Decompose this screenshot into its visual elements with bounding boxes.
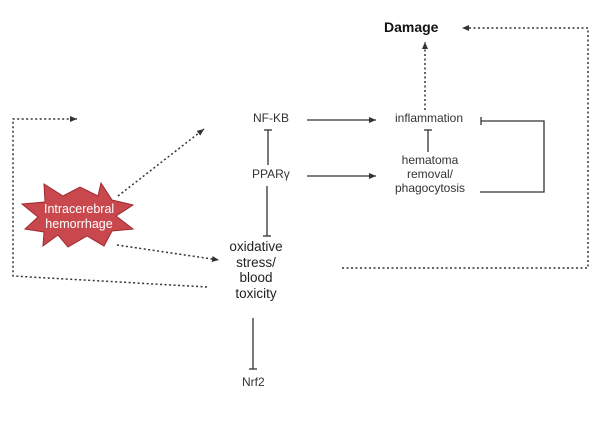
hematoma-line: removal/ bbox=[406, 166, 453, 181]
damage-label: Damage bbox=[384, 19, 439, 35]
hematoma-line: hematoma bbox=[401, 153, 459, 167]
nfkb-label: NF-KB bbox=[253, 111, 289, 125]
inflammation-label: inflammation bbox=[395, 111, 464, 125]
hemorrhage-line: hemorrhage bbox=[45, 217, 113, 231]
hematoma-line: phagocytosis bbox=[394, 180, 466, 195]
nrf2-label: Nrf2 bbox=[242, 375, 265, 389]
hemorrhage-line: Intracerebral bbox=[44, 202, 115, 216]
oxidative-line: stress/ bbox=[236, 254, 276, 270]
ich-to-nfkb-arrow bbox=[117, 128, 205, 197]
hematoma-label: hematoma removal/ phagocytosis bbox=[393, 153, 467, 195]
hematoma-bracket-inhibit bbox=[480, 120, 545, 193]
hemorrhage-label: Intracerebral hemorrhage bbox=[44, 202, 114, 232]
oxidative-line: blood bbox=[239, 270, 273, 286]
right-loop-arrow bbox=[342, 25, 589, 269]
oxidative-stress-label: oxidative stress/ blood toxicity bbox=[226, 239, 286, 301]
pparg-label: PPARγ bbox=[252, 167, 290, 181]
ich-to-oxidative-arrow bbox=[116, 244, 220, 262]
oxidative-line: oxidative bbox=[229, 239, 283, 254]
hemorrhage-star-shape bbox=[20, 181, 135, 248]
left-loop-arrow bbox=[12, 116, 208, 288]
oxidative-line: toxicity bbox=[235, 285, 277, 301]
